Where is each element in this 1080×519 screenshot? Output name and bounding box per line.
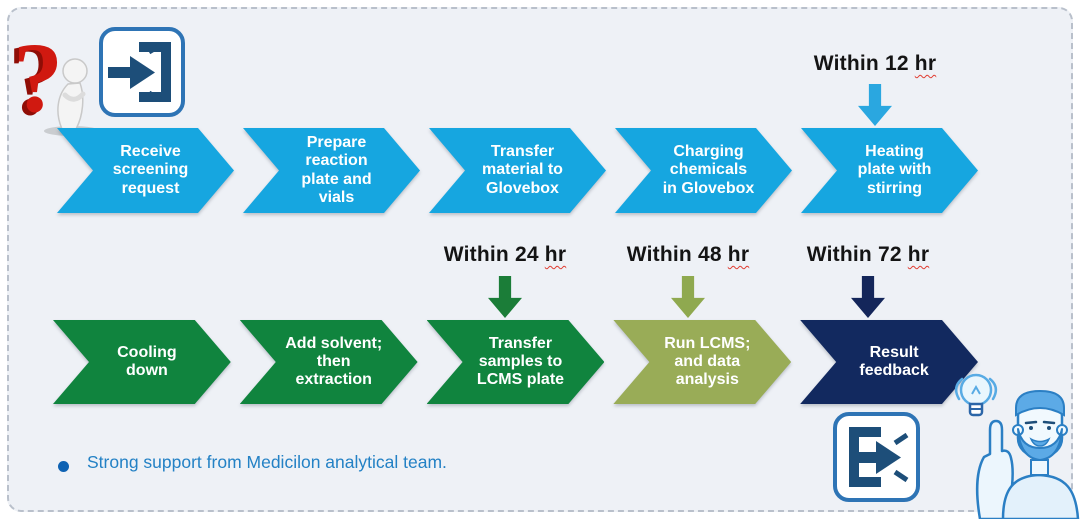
- step-receive-screening-request: Receive screening request: [57, 128, 234, 213]
- annotation-72hr-text: Within 72: [806, 243, 902, 266]
- analyst-lightbulb-illustration: [954, 373, 1080, 519]
- annotation-12hr-text: Within 12: [813, 52, 909, 75]
- annotation-72hr: Within 72 hr: [806, 243, 930, 266]
- step-add-solvent-extraction: Add solvent; then extraction: [240, 320, 418, 404]
- annotation-48hr-text: Within 48: [626, 243, 722, 266]
- bullet-dot: [58, 461, 69, 472]
- svg-text:?: ?: [13, 24, 63, 133]
- sign-in-icon: [99, 27, 185, 117]
- sign-out-icon: [833, 412, 920, 502]
- analyst-figure: [976, 389, 1080, 519]
- step-run-lcms-analysis: Run LCMS; and data analysis: [613, 320, 791, 404]
- annotation-12hr: Within 12 hr: [813, 52, 937, 75]
- question-figure: ? ?: [8, 24, 100, 136]
- support-note: Strong support from Medicilon analytical…: [87, 452, 447, 472]
- step-charging-chemicals: Charging chemicals in Glovebox: [615, 128, 792, 213]
- annotation-24hr: Within 24 hr: [443, 243, 567, 266]
- annotation-48hr: Within 48 hr: [626, 243, 750, 266]
- step-cooling-down: Cooling down: [53, 320, 231, 404]
- annotation-24hr-text: Within 24: [443, 243, 539, 266]
- svg-text:?: ?: [8, 24, 59, 136]
- step-prepare-reaction-plate: Prepare reaction plate and vials: [243, 128, 420, 213]
- flow-row-2: Cooling down Add solvent; then extractio…: [53, 320, 978, 404]
- lightbulb-icon: [954, 373, 998, 417]
- step-heating-plate: Heating plate with stirring: [801, 128, 978, 213]
- flow-row-1: Receive screening request Prepare reacti…: [57, 128, 978, 213]
- step-transfer-samples-lcms: Transfer samples to LCMS plate: [427, 320, 605, 404]
- step-transfer-material-glovebox: Transfer material to Glovebox: [429, 128, 606, 213]
